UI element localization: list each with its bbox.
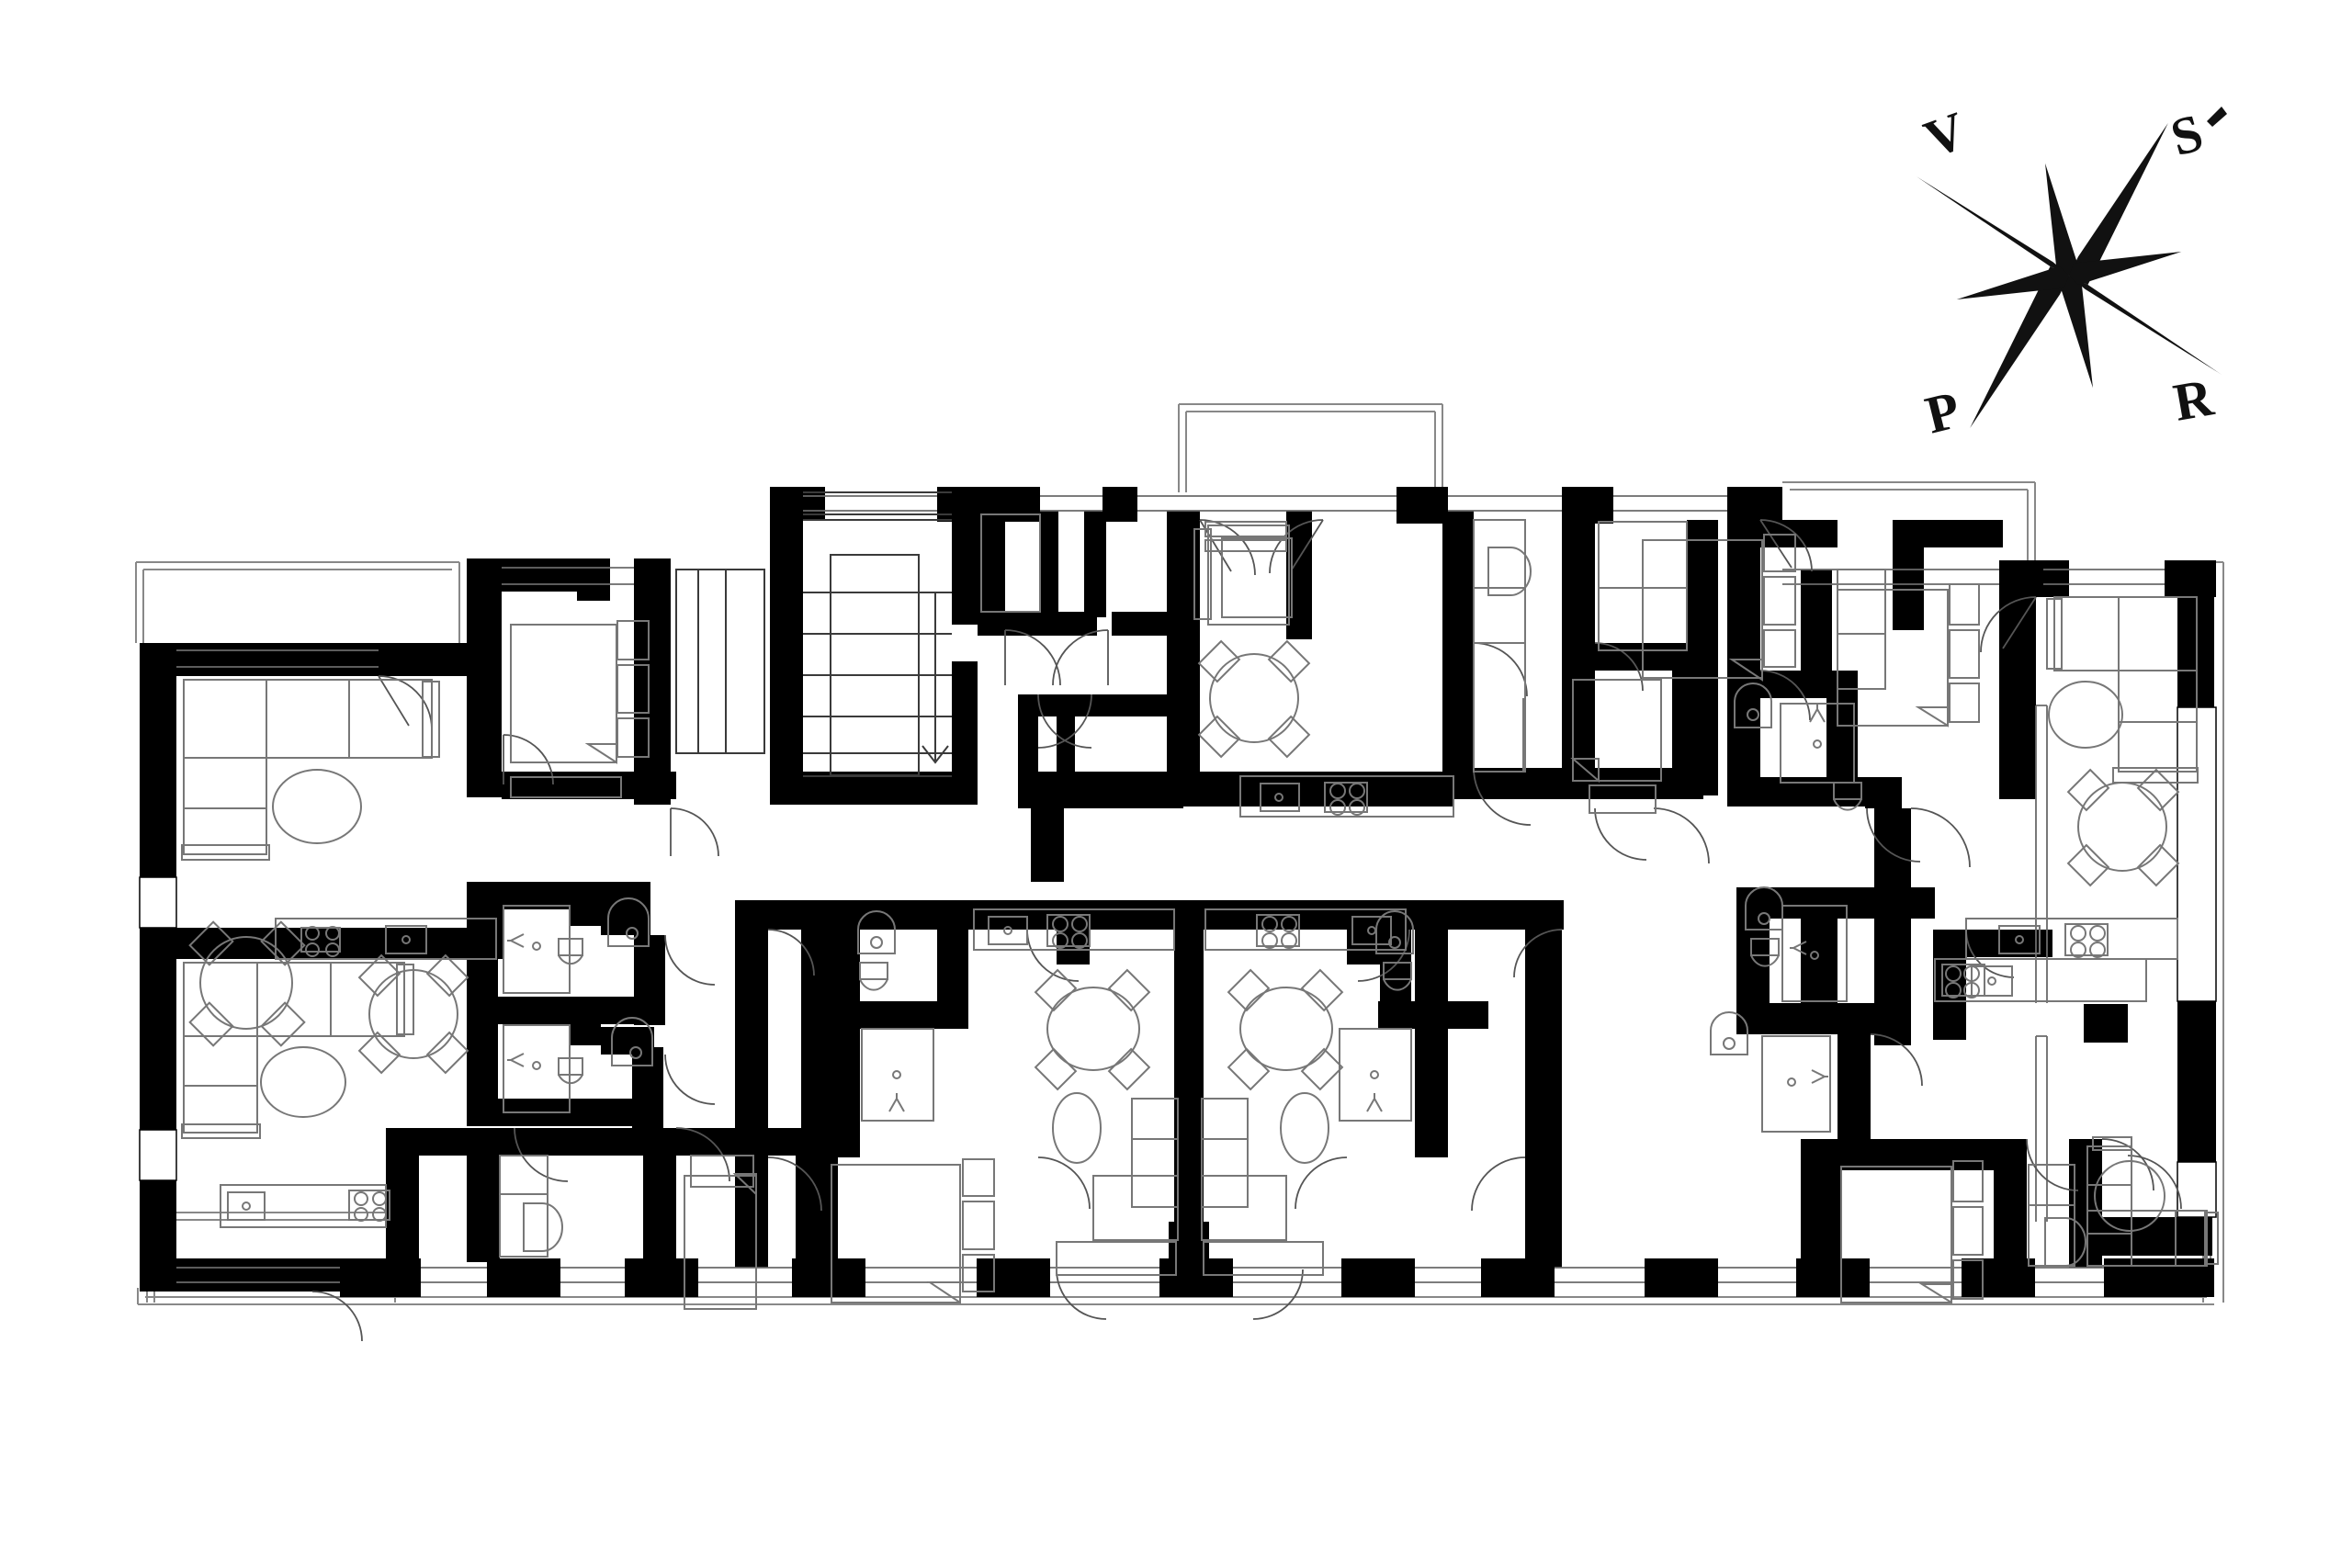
coffee-table-a2 xyxy=(260,1046,346,1118)
bath-c2 xyxy=(1339,910,1414,1122)
corner-sofa-d2 xyxy=(2086,1136,2219,1267)
double-bed-a1 xyxy=(510,620,650,764)
dining-table-a2 xyxy=(357,953,469,1075)
bedroom-a2-left xyxy=(499,1155,563,1258)
hall-cabinet-b1 xyxy=(1473,642,1526,773)
bath-d2 xyxy=(1710,1011,1831,1133)
corner-sofa xyxy=(181,679,440,861)
dining-table-c2 xyxy=(1227,968,1344,1091)
lift-shaft xyxy=(980,513,1041,613)
door-swings xyxy=(311,519,2182,1342)
dining-table-b1 xyxy=(1197,639,1311,759)
staircase xyxy=(803,491,952,777)
double-bed-d2 xyxy=(1840,1160,1984,1304)
coffee-table xyxy=(272,769,362,844)
riser-duct xyxy=(675,569,765,754)
wardrobe-b1-hall xyxy=(1572,679,1662,782)
sofa-b1 xyxy=(1193,525,1293,626)
corner-sofa-a2 xyxy=(181,962,414,1139)
bath-a1 xyxy=(503,897,650,994)
coffee-table-d2 xyxy=(2094,1160,2165,1232)
double-bed-a2 xyxy=(831,1158,995,1304)
shoe-cabinet xyxy=(1589,784,1657,814)
kitchen-counter-b1 xyxy=(1239,775,1454,818)
furniture-layer xyxy=(181,513,2219,1310)
bath-c1 xyxy=(857,910,934,1122)
sofa-d2 xyxy=(2028,1164,2086,1267)
coffee-table-d1 xyxy=(2048,681,2123,749)
wardrobe-a1 xyxy=(510,776,622,798)
building-walls xyxy=(140,487,2216,1297)
kitchen-counter-c1 xyxy=(973,908,1175,951)
hall-cabinet-left xyxy=(1204,521,1287,552)
kitchen-counter-c2 xyxy=(1204,908,1407,951)
double-bed-b2 xyxy=(1642,534,1796,682)
dining-table-c1 xyxy=(1034,968,1151,1091)
cabinet-b2 xyxy=(1598,521,1688,651)
sofa-c2 xyxy=(1201,1092,1329,1276)
bath-a2 xyxy=(503,1017,653,1113)
sofa-c1 xyxy=(1052,1092,1179,1276)
single-bed-a2 xyxy=(684,1155,757,1310)
kitchen-counter-d2 xyxy=(1934,958,2147,1002)
double-bed-d1 xyxy=(1837,583,1980,728)
bath-b2 xyxy=(1734,682,1862,811)
dining-table-d1 xyxy=(2066,768,2180,887)
bath-d1 xyxy=(1745,886,1848,1002)
kitchen-counter-a2 xyxy=(220,1184,390,1228)
